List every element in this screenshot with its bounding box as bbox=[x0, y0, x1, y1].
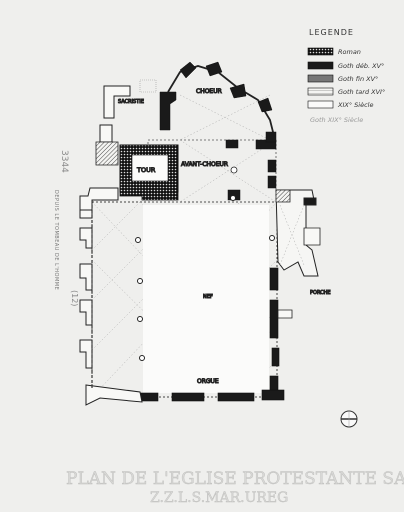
legend-label-xix: XIX° Siècle bbox=[337, 101, 373, 109]
legend-swatch-goth-debut bbox=[307, 61, 334, 70]
side-code-upper: 3344 bbox=[59, 150, 69, 173]
legend-swatch-goth-tard bbox=[307, 87, 334, 96]
legend-swatch-goth-fin bbox=[307, 74, 334, 83]
right-walls bbox=[269, 267, 280, 391]
porch bbox=[277, 309, 293, 319]
avant-choeur-vault bbox=[179, 94, 277, 203]
legend-title: LEGENDE bbox=[309, 28, 354, 37]
nave-columns bbox=[135, 195, 275, 361]
legend-label-goth-tard: Goth tard XVI° bbox=[338, 88, 385, 96]
apse-buttresses bbox=[179, 61, 277, 143]
chancel-piers bbox=[225, 139, 277, 201]
drawing-title-line-2: Z.Z.L.S.MAR.UREG bbox=[150, 490, 288, 506]
legend-label-goth-debut: Goth déb. XV° bbox=[338, 62, 384, 70]
side-code-lower: (12) bbox=[70, 290, 79, 306]
legend-label-roman: Roman bbox=[338, 48, 361, 56]
legend-label-faded: Goth XIX° Siècle bbox=[310, 116, 363, 124]
legend-label-goth-fin: Goth fin XV° bbox=[338, 75, 378, 83]
label-porche: PORCHE bbox=[310, 290, 331, 296]
label-orgue: ORGUE bbox=[197, 378, 219, 385]
legend-swatch-roman bbox=[307, 47, 334, 56]
left-buttresses bbox=[79, 204, 93, 369]
label-tour: TOUR bbox=[136, 166, 156, 174]
sw-buttress bbox=[85, 384, 143, 406]
north-arrow-icon bbox=[340, 410, 358, 428]
legend: LEGENDE Roman Goth déb. XV° Goth fin XV°… bbox=[307, 28, 385, 124]
side-note: DEPUIS LE TOMBEAU DE L'HOMME bbox=[53, 190, 59, 290]
sacristy bbox=[103, 85, 131, 119]
drawing-title-line-1: PLAN DE L'EGLISE PROTESTANTE SAINT JEAN bbox=[66, 469, 404, 489]
legend-swatch-xix bbox=[307, 100, 334, 109]
church-plan: CHOEUR SACRISTIE TOUR AVANT-CHOEUR NEF P… bbox=[79, 61, 331, 406]
label-choeur: CHOEUR bbox=[196, 88, 222, 95]
label-nef: NEF bbox=[203, 294, 213, 300]
label-avant-choeur: AVANT-CHOEUR bbox=[181, 161, 228, 168]
nave-floor bbox=[143, 205, 269, 393]
label-sacristie: SACRISTIE bbox=[118, 99, 144, 105]
